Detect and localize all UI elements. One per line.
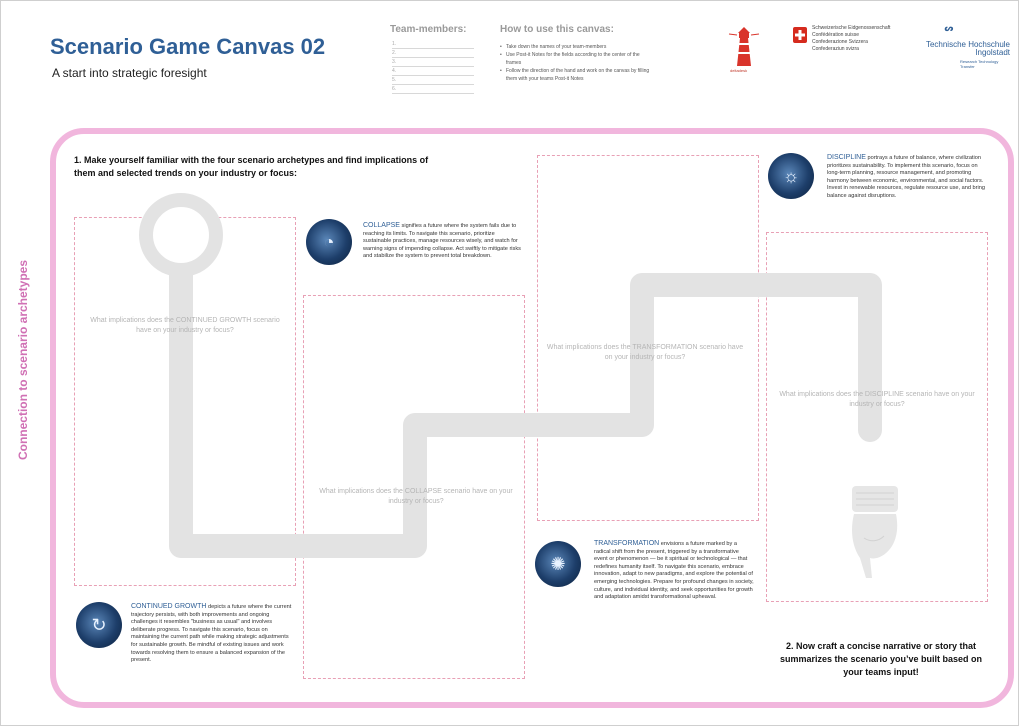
team-member-row[interactable]: 3.: [392, 58, 474, 67]
how-to-step: Use Post-it Notes for the fields accordi…: [500, 51, 650, 67]
discipline-description: DISCIPLINE portrays a future of balance,…: [827, 154, 987, 201]
discipline-mark-icon: ☼: [782, 166, 800, 186]
lighthouse-logo-icon: [728, 27, 760, 66]
how-to-list: Take down the names of your team-members…: [500, 43, 650, 83]
lighthouse-logo-text: deltadesk: [730, 68, 748, 73]
thi-logo-icon: ᔥ: [944, 25, 954, 42]
team-member-row[interactable]: 6.: [392, 85, 474, 94]
transformation-text: envisions a future marked by a radical s…: [594, 541, 754, 601]
collapse-question: What implications does the COLLAPSE scen…: [319, 488, 513, 505]
how-to-title: How to use this canvas:: [500, 24, 614, 35]
discipline-text: portrays a future of balance, where civi…: [827, 155, 985, 199]
how-to-step: Follow the direction of the hand and wor…: [500, 67, 650, 83]
continued-growth-mark-icon: ↻: [91, 615, 107, 635]
thi-logo-subtext: Research Technology Transfer: [960, 59, 999, 69]
team-member-row[interactable]: 2.: [392, 49, 474, 58]
continued-growth-emblem-icon: ↻: [76, 602, 122, 648]
page-subtitle: A start into strategic foresight: [52, 66, 207, 80]
collapse-text: signifies a future where the system fail…: [363, 223, 521, 260]
team-members-title: Team-members:: [390, 24, 467, 35]
instruction-step-2: 2. Now craft a concise narrative or stor…: [779, 641, 983, 677]
start-label: START: [166, 226, 196, 236]
thi-logo-text: Technische Hochschule Ingolstadt: [925, 40, 1010, 57]
continued-growth-text: depicts a future where the current traje…: [131, 604, 292, 664]
swiss-confederation-text: Schweizerische Eidgenossenschaft Confédé…: [812, 25, 891, 52]
continued-growth-description: CONTINUED GROWTH depicts a future where …: [131, 603, 296, 665]
transformation-mark-icon: ✺: [550, 554, 566, 574]
transformation-question: What implications does the TRANSFORMATIO…: [546, 344, 744, 361]
collapse-name: COLLAPSE: [363, 222, 400, 229]
transformation-name: TRANSFORMATION: [594, 540, 660, 547]
collapse-emblem-icon: ◔: [306, 219, 352, 265]
pointing-hand-icon: [852, 486, 898, 578]
team-member-row[interactable]: 1.: [392, 40, 474, 49]
transformation-zone[interactable]: [537, 155, 759, 521]
start-stem: [169, 268, 193, 296]
page-title: Scenario Game Canvas 02: [50, 34, 326, 59]
collapse-mark-icon: ◔: [323, 232, 335, 252]
how-to-step: Take down the names of your team-members: [500, 43, 650, 51]
instruction-step-1: 1. Make yourself familiar with the four …: [74, 155, 429, 178]
discipline-question: What implications does the DISCIPLINE sc…: [779, 391, 975, 408]
team-members-list: 1. 2. 3. 4. 5. 6.: [392, 40, 474, 94]
transformation-emblem-icon: ✺: [535, 541, 581, 587]
team-member-row[interactable]: 5.: [392, 76, 474, 85]
discipline-emblem-icon: ☼: [768, 153, 814, 199]
continued-growth-question: What implications does the CONTINUED GRO…: [90, 317, 280, 334]
canvas-frame: [50, 128, 1014, 708]
discipline-zone[interactable]: [766, 232, 988, 602]
collapse-description: COLLAPSE signifies a future where the sy…: [363, 222, 523, 261]
swiss-cross-icon: [793, 27, 807, 43]
collapse-zone[interactable]: [303, 295, 525, 679]
continued-growth-name: CONTINUED GROWTH: [131, 603, 207, 610]
transformation-description: TRANSFORMATION envisions a future marked…: [594, 540, 754, 602]
discipline-name: DISCIPLINE: [827, 154, 866, 161]
team-member-row[interactable]: 4.: [392, 67, 474, 76]
